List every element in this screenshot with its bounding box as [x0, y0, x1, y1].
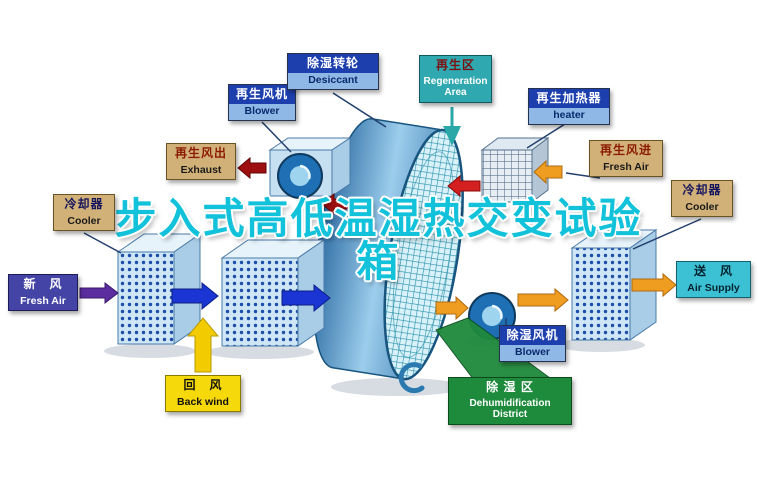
flow-arrows [79, 156, 677, 373]
watermark-line-2: 箱 [356, 236, 401, 286]
label-air-supply: 送 风 Air Supply [676, 261, 751, 298]
label-regen-exhaust-en: Exhaust [180, 163, 222, 176]
label-dehumid-blower: 除湿风机 Blower [499, 325, 566, 362]
label-regen-exhaust-zh: 再生风出 [174, 146, 227, 160]
label-desiccant-zh: 除湿转轮 [288, 54, 378, 73]
label-cooler-left-zh: 冷却器 [64, 197, 104, 211]
label-fresh-air-en: Fresh Air [20, 294, 66, 307]
arrow-wheel-to-fan [435, 295, 469, 321]
label-air-supply-en: Air Supply [687, 281, 740, 294]
air-unit-right [570, 229, 658, 341]
label-desiccant-en: Desiccant [288, 72, 378, 89]
label-regen-heater-en: heater [529, 107, 609, 124]
label-back-wind-en: Back wind [177, 395, 229, 408]
arrow-regen-fresh-in [533, 159, 563, 185]
label-cooler-right-en: Cooler [685, 200, 719, 213]
label-regen-blower-en: Blower [229, 103, 295, 120]
arrow-back-wind-up [186, 317, 220, 373]
ground-shadows [104, 338, 645, 396]
label-back-wind-zh: 回 风 [183, 378, 223, 392]
label-cooler-right-zh: 冷却器 [682, 183, 722, 197]
arrow-heater-to-wheel [447, 174, 481, 198]
desiccant-rotor-wheel [312, 118, 464, 381]
label-regen-fresh-air: 再生风进 Fresh Air [589, 140, 663, 177]
arrow-process-blue-1 [171, 281, 219, 311]
watermark-line-1: 步入式高低温湿热交变试验 [114, 194, 643, 243]
regen-blower-unit [268, 137, 352, 199]
label-dehumid-district: 除 湿 区 Dehumidification District [448, 377, 572, 425]
rotation-indicator-icon [398, 362, 425, 394]
label-regen-heater-zh: 再生加热器 [529, 89, 609, 108]
watermark-title: 步入式高低温湿热交变试验 箱 [0, 194, 757, 286]
label-air-supply-zh: 送 风 [693, 264, 733, 278]
label-dehumid-blower-zh: 除湿风机 [500, 326, 565, 345]
label-regen-fresh-air-zh: 再生风进 [599, 143, 652, 157]
label-regeneration-area-en: Regeneration Area [423, 75, 488, 99]
label-fresh-air-zh: 新 风 [23, 277, 63, 291]
arrow-fresh-air-in [79, 281, 119, 305]
label-regen-blower: 再生风机 Blower [228, 84, 296, 121]
label-desiccant: 除湿转轮 Desiccant [287, 53, 379, 90]
label-regen-exhaust: 再生风出 Exhaust [166, 143, 236, 180]
regen-area-pointer [443, 107, 461, 146]
label-regeneration-area: 再生区 Regeneration Area [419, 55, 492, 103]
arrow-wheel-to-blower [321, 192, 353, 216]
label-fresh-air: 新 风 Fresh Air [8, 274, 78, 311]
label-regen-heater: 再生加热器 heater [528, 88, 610, 125]
label-regen-blower-zh: 再生风机 [229, 85, 295, 104]
label-dehumid-district-zh: 除 湿 区 [486, 380, 534, 394]
label-regen-fresh-air-en: Fresh Air [603, 160, 649, 173]
arrow-blower-to-exhaust [237, 156, 267, 180]
label-back-wind: 回 风 Back wind [165, 375, 241, 412]
label-cooler-left: 冷却器 Cooler [53, 194, 115, 231]
arrow-fan-to-unit [517, 287, 569, 313]
label-connectors [83, 92, 702, 327]
label-cooler-right: 冷却器 Cooler [671, 180, 733, 217]
label-cooler-left-en: Cooler [67, 214, 101, 227]
arrow-air-supply-out [631, 272, 677, 298]
label-dehumid-district-en: Dehumidification District [469, 397, 551, 421]
label-dehumid-blower-en: Blower [500, 344, 565, 361]
arrow-process-blue-2 [281, 283, 331, 313]
label-regeneration-area-zh: 再生区 [435, 58, 475, 72]
